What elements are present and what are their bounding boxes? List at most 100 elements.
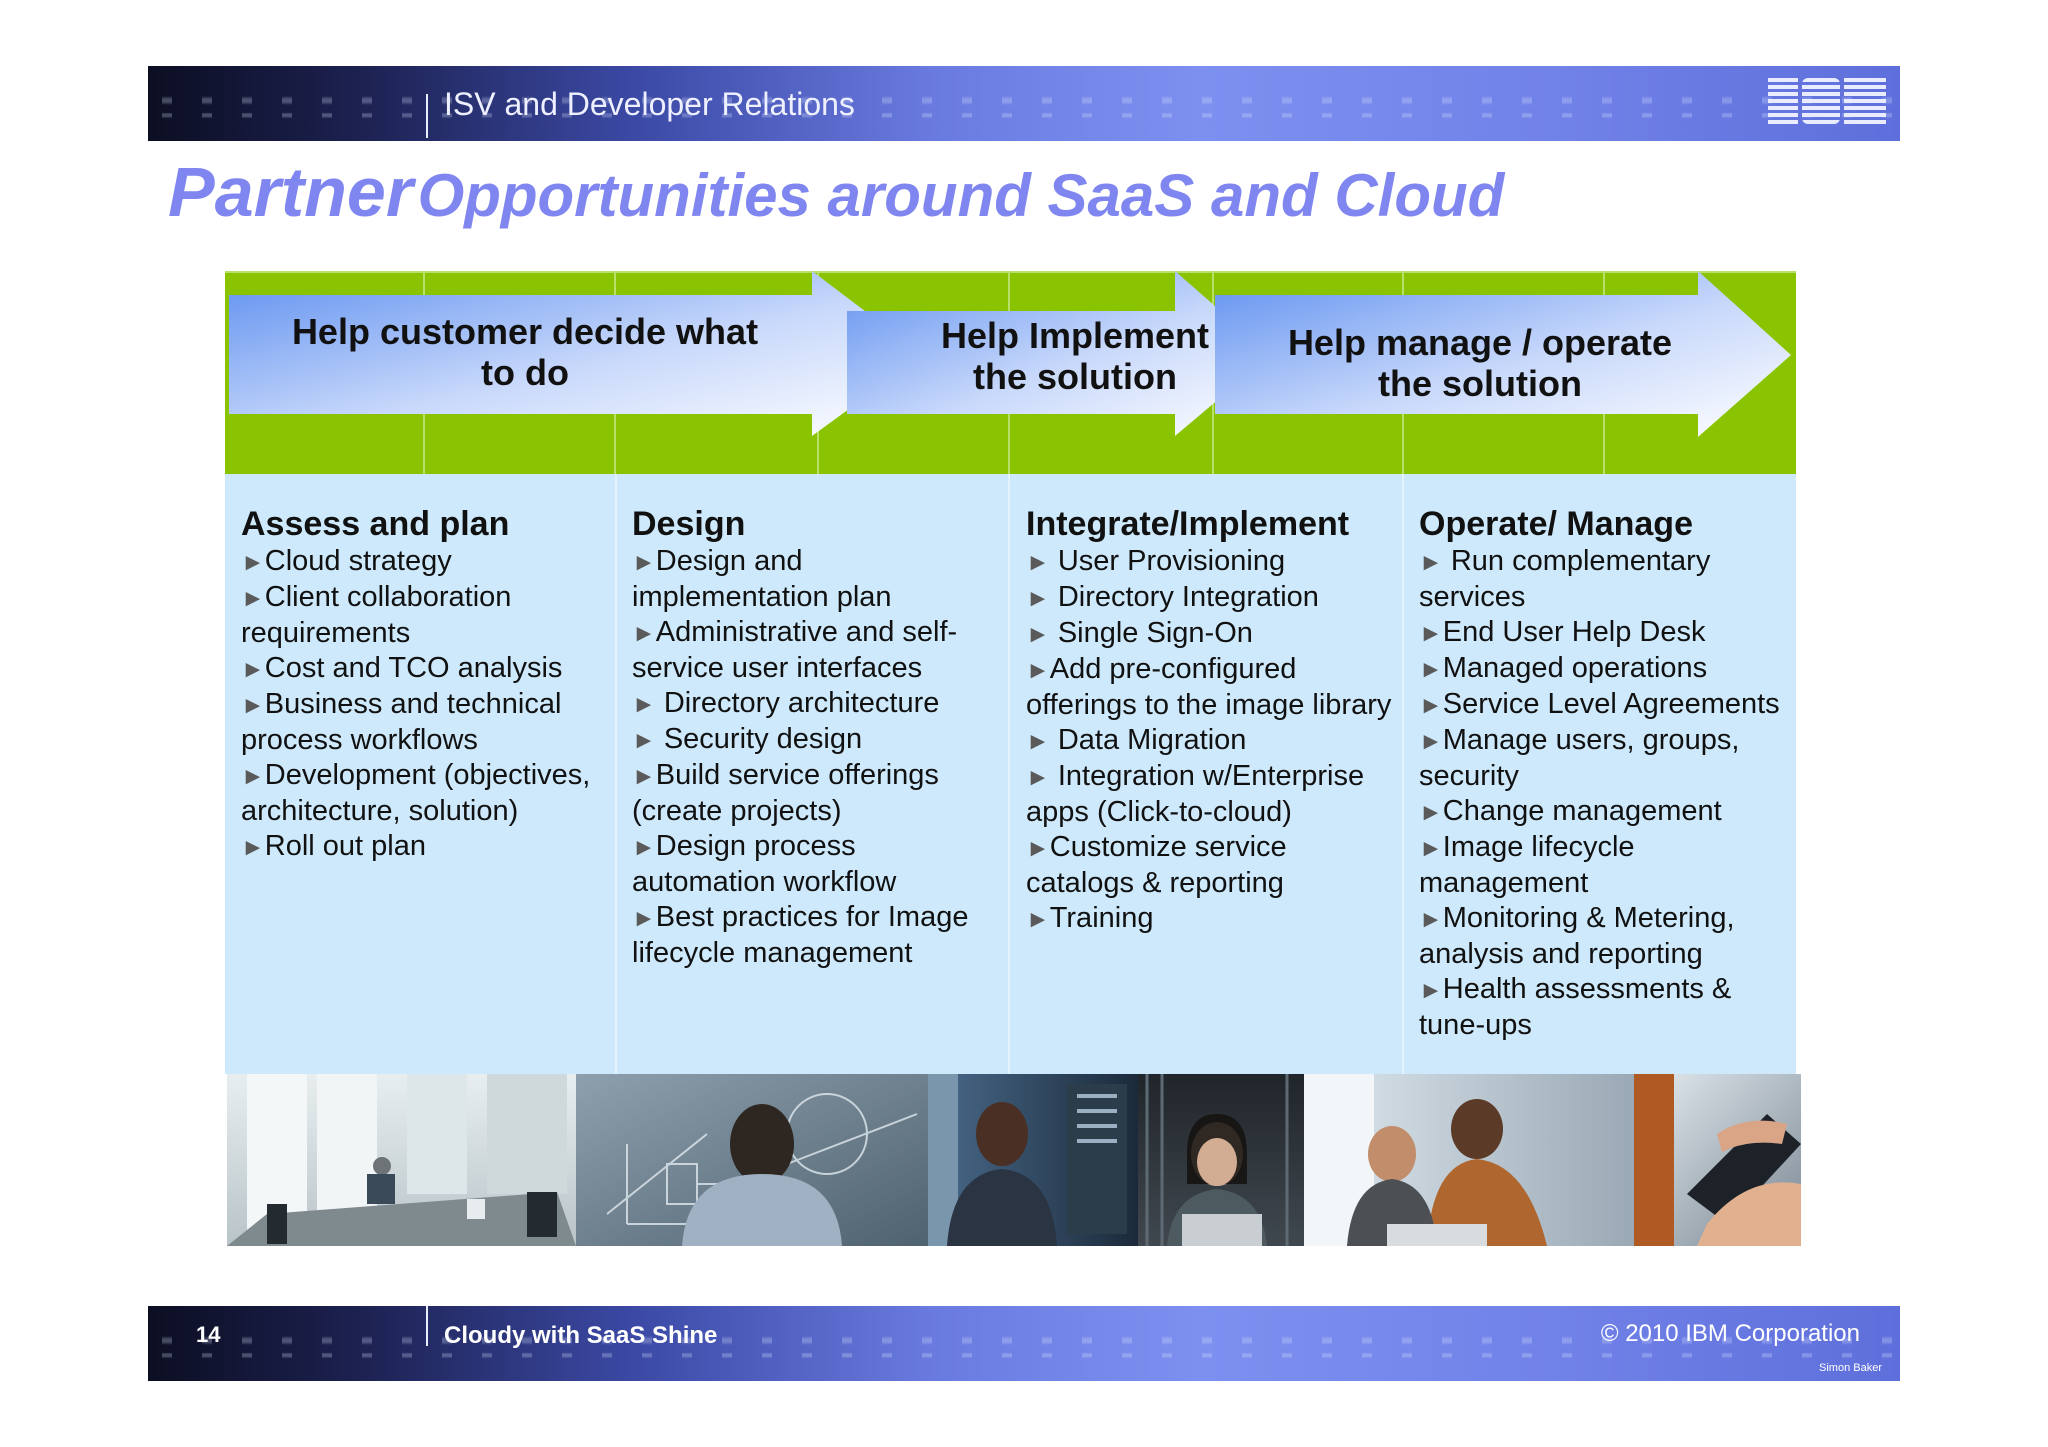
bullet-triangle-icon: ► xyxy=(1026,621,1050,648)
page-number: 14 xyxy=(196,1322,221,1347)
bullet-triangle-icon: ► xyxy=(1419,906,1443,933)
arrow-shapes xyxy=(229,271,1791,437)
author: Simon Baker xyxy=(1819,1362,1882,1374)
arrow-shape-operate xyxy=(1215,271,1791,437)
footer-banner: 14 Cloudy with SaaS Shine © 2010 IBM Cor… xyxy=(148,1306,1900,1381)
bullet-triangle-icon: ► xyxy=(1419,977,1443,1004)
phase-item-text: Data Migration xyxy=(1049,724,1247,756)
photo-engineer-with-laptop xyxy=(1138,1074,1304,1246)
phase-heading: Operate/ Manage xyxy=(1419,505,1693,543)
phase-item-text: Design and implementation plan xyxy=(632,545,892,613)
bullet-triangle-icon: ► xyxy=(241,692,265,719)
phase-item: ►Roll out plan xyxy=(241,829,611,865)
arrow-shape-decide xyxy=(229,271,923,436)
phase-item: ►Build service offerings (create project… xyxy=(632,758,1002,829)
phase-item-text: Monitoring & Metering, analysis and repo… xyxy=(1419,902,1735,970)
header-banner: ISV and Developer Relations xyxy=(148,66,1900,141)
photo-handheld-device xyxy=(1634,1074,1801,1246)
page-title-rest: Opportunities around SaaS and Cloud xyxy=(417,162,1505,229)
phase-item-text: End User Help Desk xyxy=(1442,616,1706,648)
bullet-triangle-icon: ► xyxy=(632,549,656,576)
phase-item-text: Directory architecture xyxy=(655,687,940,719)
phase-item: ►Customize service catalogs & reporting xyxy=(1026,830,1396,901)
phase-item: ►Health assessments & tune-ups xyxy=(1419,972,1789,1043)
header-title: ISV and Developer Relations xyxy=(444,86,855,122)
bullet-triangle-icon: ► xyxy=(1419,656,1443,683)
phase-item-text: Design process automation workflow xyxy=(632,830,897,898)
photo-strip-image xyxy=(227,1074,1801,1246)
phase-heading: Assess and plan xyxy=(241,505,510,543)
phase-item-text: Training xyxy=(1049,902,1154,934)
phase-content-area xyxy=(225,474,1796,1074)
phase-item: ►Cost and TCO analysis xyxy=(241,651,611,687)
phase-item-text: Best practices for Image lifecycle manag… xyxy=(632,901,969,969)
footer-title: Cloudy with SaaS Shine xyxy=(444,1322,718,1349)
ibm-logo xyxy=(1766,76,1888,126)
photo-strip xyxy=(227,1074,1801,1246)
bullet-triangle-icon: ► xyxy=(1419,728,1443,755)
photo-server-room-technician xyxy=(928,1074,1138,1246)
bullet-triangle-icon: ► xyxy=(1026,835,1050,862)
phase-item-text: Cloud strategy xyxy=(264,545,452,577)
arrow-label-implement: Help Implement the solution xyxy=(940,315,1210,397)
phase-heading: Design xyxy=(632,505,746,543)
phase-item: ►Design and implementation plan xyxy=(632,544,1002,615)
arrow-shape-implement xyxy=(847,271,1271,436)
page-title-first-word: Partner xyxy=(168,153,414,231)
ibm-logo-icon xyxy=(1768,78,1886,124)
phase-item-text: Single Sign-On xyxy=(1049,617,1253,649)
phase-item-text: User Provisioning xyxy=(1049,545,1286,577)
phase-item: ►Service Level Agreements xyxy=(1419,687,1789,723)
arrow-label-decide: Help customer decide what to do xyxy=(291,311,759,393)
phase-item: ► Integration w/Enterprise apps (Click-t… xyxy=(1026,759,1396,830)
phase-item-text: Business and technical process workflows xyxy=(241,688,562,756)
phase-item: ►Best practices for Image lifecycle mana… xyxy=(632,900,1002,971)
banner-decoration xyxy=(148,66,1900,141)
phase-item: ►End User Help Desk xyxy=(1419,615,1789,651)
bullet-triangle-icon: ► xyxy=(1419,835,1443,862)
bullet-triangle-icon: ► xyxy=(632,834,656,861)
phase-item: ►Business and technical process workflow… xyxy=(241,687,611,758)
phase-item: ►Design process automation workflow xyxy=(632,829,1002,900)
phase-item: ►Add pre-configured offerings to the ima… xyxy=(1026,652,1396,723)
phase-item: ►Administrative and self-service user in… xyxy=(632,615,1002,686)
copyright: © 2010 IBM Corporation xyxy=(1600,1320,1860,1347)
phase-item-text: Roll out plan xyxy=(264,830,426,862)
bullet-triangle-icon: ► xyxy=(632,905,656,932)
phase-item-text: Security design xyxy=(655,723,863,755)
bullet-triangle-icon: ► xyxy=(632,727,656,754)
phase-item-text: Customize service catalogs & reporting xyxy=(1026,831,1287,899)
phase-item: ► Run complementary services xyxy=(1419,544,1789,615)
bullet-triangle-icon: ► xyxy=(1026,906,1050,933)
phase-assess-plan: Assess and plan ►Cloud strategy ►Client … xyxy=(241,504,611,865)
phase-item-text: Add pre-configured offerings to the imag… xyxy=(1026,653,1392,721)
column-divider xyxy=(615,474,617,1074)
phase-item-text: Health assessments & tune-ups xyxy=(1419,973,1732,1041)
phase-item-text: Directory Integration xyxy=(1049,581,1319,613)
phase-item: ► User Provisioning xyxy=(1026,544,1396,580)
phase-operate-manage: Operate/ Manage ► Run complementary serv… xyxy=(1419,504,1789,1043)
photo-colleagues-at-computer xyxy=(1304,1074,1634,1246)
bullet-triangle-icon: ► xyxy=(1026,549,1050,576)
column-divider xyxy=(1008,474,1010,1074)
phase-design: Design ►Design and implementation plan ►… xyxy=(632,504,1002,971)
phase-item-text: Client collaboration requirements xyxy=(241,581,512,649)
page-title: Partner Opportunities around SaaS and Cl… xyxy=(168,152,1504,232)
phase-item-text: Build service offerings (create projects… xyxy=(632,759,939,827)
phase-item: ► Data Migration xyxy=(1026,723,1396,759)
phase-item-text: Integration w/Enterprise apps (Click-to-… xyxy=(1026,760,1365,828)
phase-item-text: Manage users, groups, security xyxy=(1419,724,1740,792)
bullet-triangle-icon: ► xyxy=(1419,692,1443,719)
phase-item-text: Development (objectives, architecture, s… xyxy=(241,759,591,827)
bullet-triangle-icon: ► xyxy=(632,763,656,790)
phase-item: ►Image lifecycle management xyxy=(1419,830,1789,901)
phase-item: ►Cloud strategy xyxy=(241,544,611,580)
bullet-triangle-icon: ► xyxy=(241,763,265,790)
bullet-triangle-icon: ► xyxy=(1419,799,1443,826)
phase-item: ►Managed operations xyxy=(1419,651,1789,687)
bullet-triangle-icon: ► xyxy=(632,620,656,647)
arrow-label-operate: Help manage / operate the solution xyxy=(1287,322,1673,404)
phase-item-text: Administrative and self-service user int… xyxy=(632,616,958,684)
bullet-triangle-icon: ► xyxy=(1026,728,1050,755)
band-top-line xyxy=(225,271,1796,273)
